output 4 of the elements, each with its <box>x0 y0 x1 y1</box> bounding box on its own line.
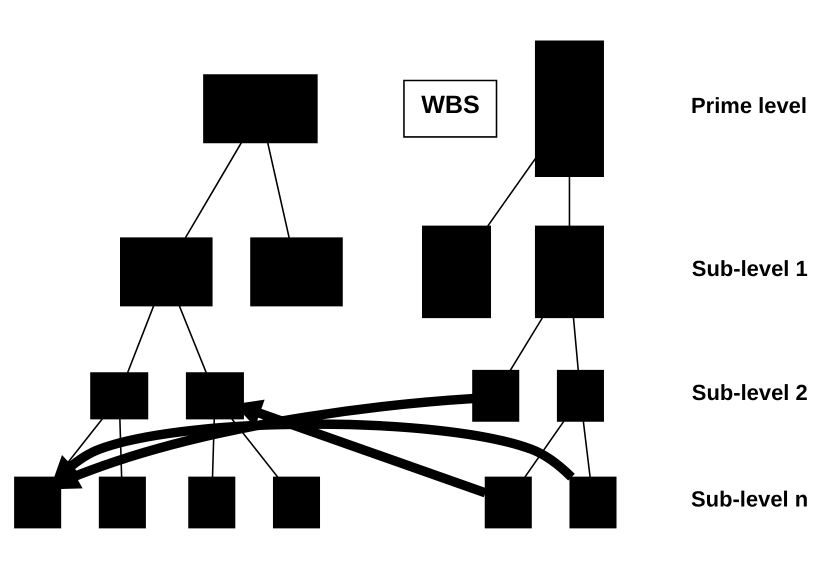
label: Sub-level n <box>691 486 808 512</box>
label: Sub-level 1 <box>692 256 808 281</box>
label: Sub-level 2 <box>692 380 808 405</box>
label: Prime level <box>691 92 807 118</box>
